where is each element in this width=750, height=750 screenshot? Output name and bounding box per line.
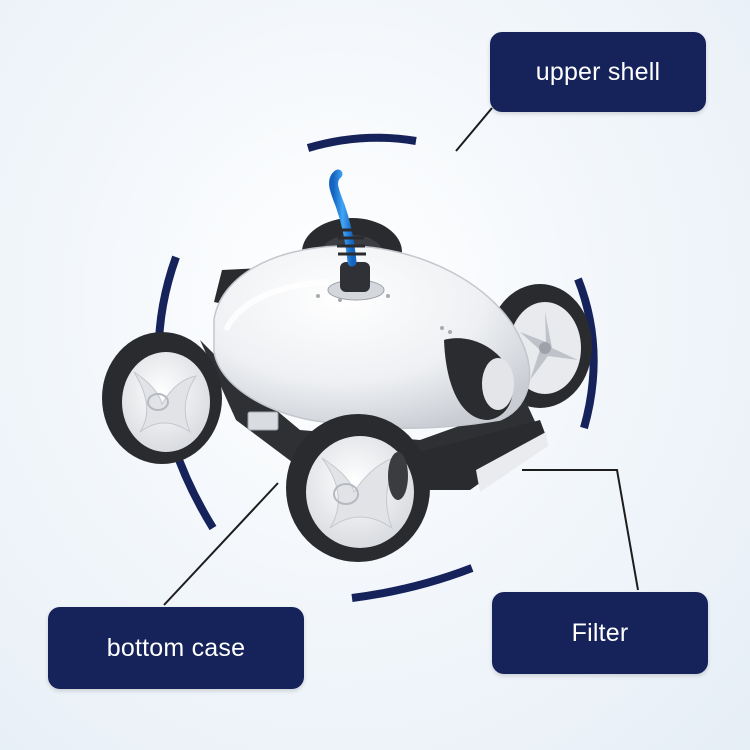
leader-bottom-case	[163, 482, 279, 606]
bottom-case-label: bottom case	[48, 607, 304, 689]
front-left-wheel	[102, 332, 222, 464]
upper-shell-label-text: upper shell	[535, 57, 661, 86]
callout-arcs	[154, 133, 598, 602]
arc-bottom	[351, 564, 474, 602]
filter-label-text: Filter	[571, 618, 629, 647]
front-right-wheel	[286, 414, 430, 562]
leader-lines	[163, 107, 639, 606]
arc-right	[574, 277, 598, 430]
bottom-case-label-text: bottom case	[106, 633, 246, 662]
filter-label: Filter	[492, 592, 708, 674]
leader-upper-shell	[455, 107, 493, 152]
upper-shell	[213, 245, 531, 429]
leader-filter	[522, 469, 639, 591]
upper-shell-label: upper shell	[490, 32, 706, 112]
pool-robot-cleaner-illustration	[102, 169, 592, 562]
arc-top	[306, 133, 417, 152]
